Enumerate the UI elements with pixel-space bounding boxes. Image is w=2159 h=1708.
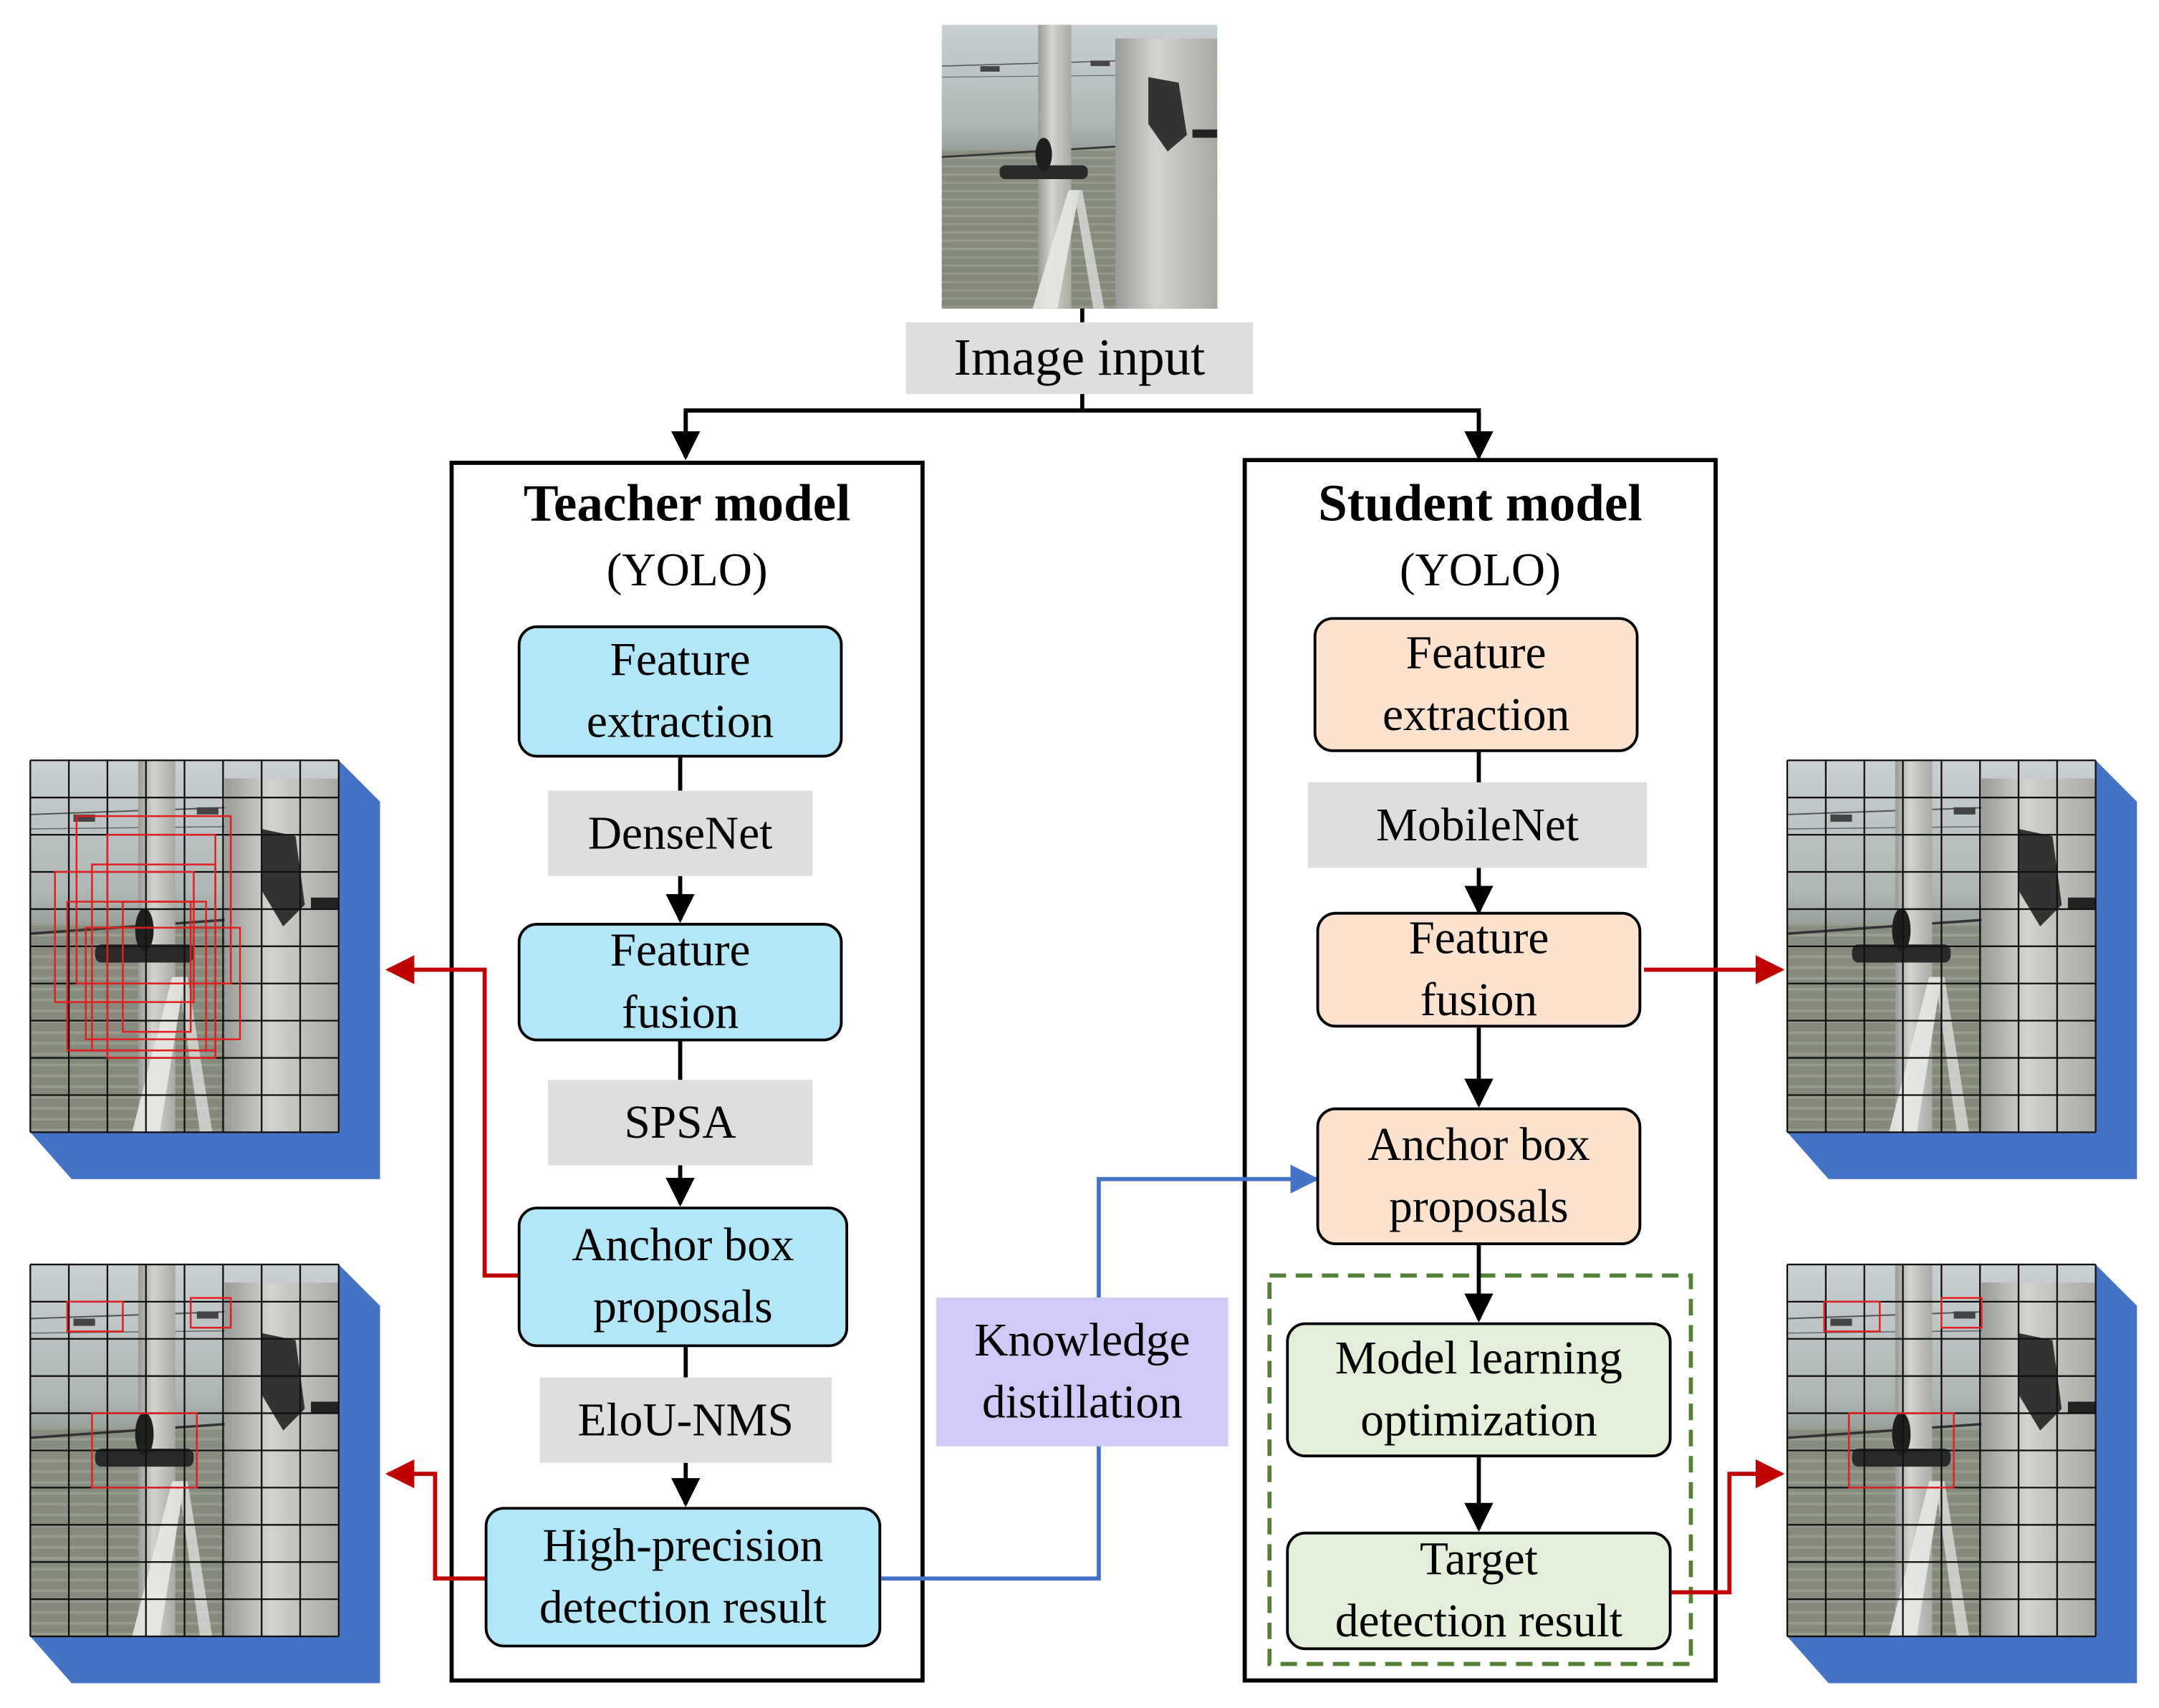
detection-box — [122, 901, 192, 1033]
input-image — [941, 24, 1218, 310]
teacher-anchor-map — [29, 759, 380, 1179]
student-model-learning-optimization: Model learning optimization — [1286, 1322, 1672, 1458]
teacher-frame — [449, 461, 925, 1683]
detection-box — [91, 1412, 198, 1489]
detection-box — [85, 926, 241, 1040]
student-feature-extraction: Feature extraction — [1313, 617, 1639, 752]
teacher-detection-result: High-precision detection result — [484, 1507, 882, 1648]
student-anchor-box-proposals: Anchor box proposals — [1316, 1107, 1642, 1246]
student-frame — [1242, 458, 1718, 1683]
teacher-connectors — [665, 757, 701, 1507]
teacher-subtitle: (YOLO) — [606, 545, 768, 597]
detection-box — [75, 815, 232, 984]
detection-box — [1941, 1297, 1983, 1329]
teacher-anchor-box-proposals: Anchor box proposals — [517, 1206, 849, 1348]
image-input-label: Image input — [905, 322, 1254, 394]
teacher-feature-extraction: Feature extraction — [517, 625, 843, 758]
teacher-eiou-nms: EloU-NMS — [539, 1377, 832, 1463]
detection-box — [189, 1297, 232, 1329]
student-subtitle: (YOLO) — [1399, 545, 1561, 597]
student-mobilenet: MobileNet — [1308, 782, 1647, 868]
detection-box — [106, 833, 216, 1059]
detection-box — [66, 1300, 124, 1333]
teacher-title: Teacher model — [523, 475, 851, 534]
distillation-arrow — [881, 1164, 1319, 1581]
student-title: Student model — [1318, 475, 1643, 534]
teacher-feature-fusion: Feature fusion — [517, 923, 843, 1042]
student-feature-fusion: Feature fusion — [1316, 911, 1642, 1028]
detection-box — [1847, 1412, 1955, 1489]
detection-box — [54, 870, 195, 1003]
teacher-densenet: DenseNet — [548, 790, 813, 876]
knowledge-distillation-label: Knowledge distillation — [936, 1297, 1228, 1446]
output-arrows — [385, 955, 1785, 1595]
feature-map-panels — [29, 759, 2138, 1684]
teacher-result-map — [29, 1263, 380, 1684]
detection-box — [1823, 1300, 1881, 1333]
student-target-detection-result: Target detection result — [1286, 1531, 1672, 1651]
student-result-map — [1786, 1263, 2138, 1684]
student-fusion-map — [1786, 759, 2138, 1179]
teacher-spsa: SPSA — [548, 1080, 813, 1166]
